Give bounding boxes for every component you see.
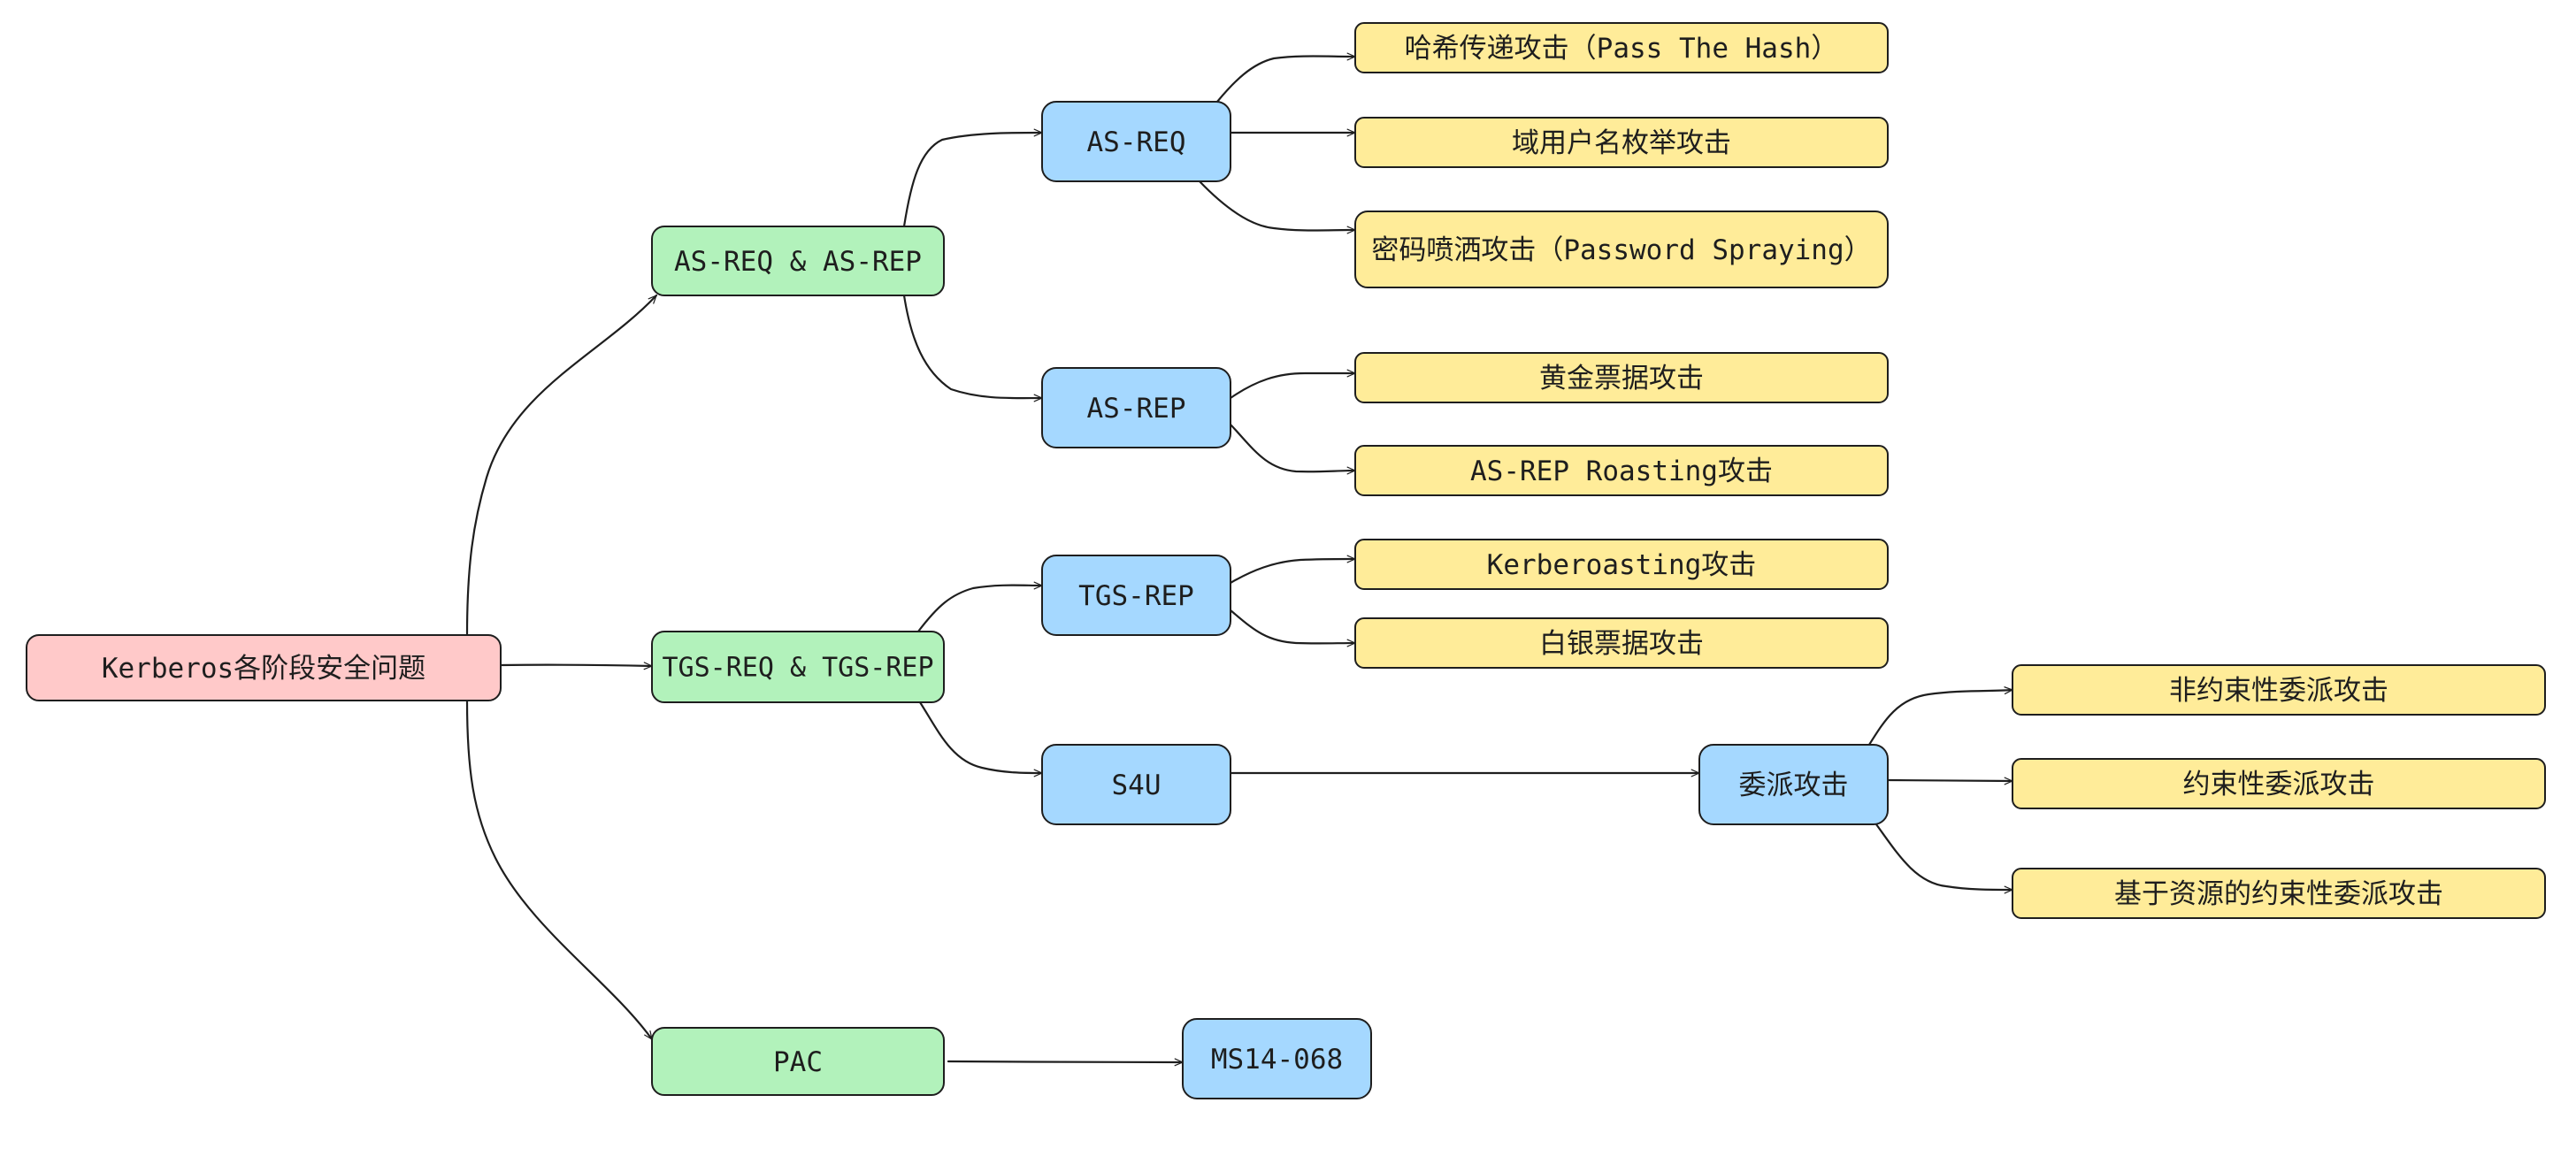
connector-tgs-phase-to-s4u [918, 701, 1044, 777]
node-box [1698, 744, 1889, 825]
connector-as-rep-to-golden-ticket [1229, 369, 1357, 400]
node-box [26, 634, 502, 701]
node-golden-ticket: 黄金票据攻击 [1354, 352, 1889, 403]
node-s4u: S4U [1041, 744, 1231, 825]
connector-tgs-phase-to-tgs-rep [916, 581, 1044, 633]
node-box [1041, 367, 1231, 448]
connector-tgs-rep-to-kerberoasting [1229, 555, 1357, 585]
node-label: MS14-068 [1211, 1044, 1343, 1076]
node-label: Kerberoasting攻击 [1487, 549, 1757, 581]
node-label: 非约束性委派攻击 [2169, 675, 2388, 707]
node-label: AS-REQ [1087, 126, 1186, 158]
node-box [2012, 758, 2546, 809]
node-as-req: AS-REQ [1041, 101, 1231, 182]
node-constrained: 约束性委派攻击 [2012, 758, 2546, 809]
node-unconstrained: 非约束性委派攻击 [2012, 664, 2546, 716]
node-label: 黄金票据攻击 [1539, 363, 1704, 394]
node-rbcd: 基于资源的约束性委派攻击 [2012, 868, 2546, 919]
node-box [1354, 445, 1889, 496]
node-box [1354, 539, 1889, 590]
connector-root-to-tgs-phase [499, 662, 654, 670]
node-label: AS-REP [1087, 393, 1186, 425]
node-pass-the-hash: 哈希传递攻击（Pass The Hash） [1354, 22, 1889, 73]
node-label: 基于资源的约束性委派攻击 [2114, 878, 2443, 910]
node-label: 密码喷洒攻击（Password Spraying） [1371, 234, 1871, 266]
node-box [651, 1027, 945, 1096]
node-label: 委派攻击 [1739, 770, 1849, 801]
node-box [1041, 744, 1231, 825]
node-box [1354, 352, 1889, 403]
node-label: TGS-REQ & TGS-REP [662, 653, 933, 684]
node-label: AS-REQ & AS-REP [674, 246, 922, 278]
node-kerberoasting: Kerberoasting攻击 [1354, 539, 1889, 590]
node-label: Kerberos各阶段安全问题 [102, 653, 426, 685]
node-label: 域用户名枚举攻击 [1512, 127, 1731, 159]
connector-tgs-rep-to-silver-ticket [1229, 609, 1357, 647]
node-label: PAC [773, 1046, 823, 1078]
node-tgs-rep: TGS-REP [1041, 555, 1231, 636]
node-box [1182, 1018, 1372, 1099]
node-box [1354, 211, 1889, 288]
node-password-spraying: 密码喷洒攻击（Password Spraying） [1354, 211, 1889, 288]
node-tgs-phase: TGS-REQ & TGS-REP [651, 631, 945, 703]
node-asrep-roasting: AS-REP Roasting攻击 [1354, 445, 1889, 496]
node-root: Kerberos各阶段安全问题 [26, 634, 502, 701]
node-user-enum: 域用户名枚举攻击 [1354, 117, 1889, 168]
node-box [1354, 22, 1889, 73]
node-pac: PAC [651, 1027, 945, 1096]
nodes: Kerberos各阶段安全问题 AS-REQ & AS-REP TGS-REQ & … [26, 22, 2546, 1099]
node-box [1041, 101, 1231, 182]
node-box [1354, 617, 1889, 669]
node-ms14-068: MS14-068 [1182, 1018, 1372, 1099]
connector-as-rep-to-asrep-roasting [1229, 423, 1357, 475]
connector-pac-to-ms14-068 [947, 1058, 1184, 1067]
node-label: TGS-REP [1078, 580, 1194, 612]
node-silver-ticket: 白银票据攻击 [1354, 617, 1889, 669]
connector-delegation-to-constrained [1886, 777, 2014, 785]
node-label: AS-REP Roasting攻击 [1470, 456, 1773, 487]
connector-root-to-as-phase [465, 294, 658, 637]
node-label: 白银票据攻击 [1539, 628, 1704, 660]
node-box [1041, 555, 1231, 636]
connector-as-phase-to-as-req [902, 128, 1044, 228]
connector-delegation-to-rbcd [1874, 823, 2014, 894]
node-label: 约束性委派攻击 [2183, 769, 2375, 800]
node-box [651, 631, 945, 703]
connectors [465, 52, 2014, 1067]
node-as-rep: AS-REP [1041, 367, 1231, 448]
node-delegation: 委派攻击 [1698, 744, 1889, 825]
node-box [1354, 117, 1889, 168]
connector-delegation-to-unconstrained [1867, 686, 2014, 747]
node-box [2012, 868, 2546, 919]
node-box [651, 226, 945, 296]
connector-as-phase-to-as-rep [902, 294, 1044, 402]
node-as-phase: AS-REQ & AS-REP [651, 226, 945, 296]
node-label: 哈希传递攻击（Pass The Hash） [1405, 33, 1839, 65]
node-box [2012, 664, 2546, 716]
connector-as-req-to-password-spraying [1198, 180, 1357, 234]
connector-root-to-pac [465, 699, 654, 1041]
connector-as-req-to-pass-the-hash [1215, 52, 1357, 103]
node-label: S4U [1112, 770, 1162, 801]
